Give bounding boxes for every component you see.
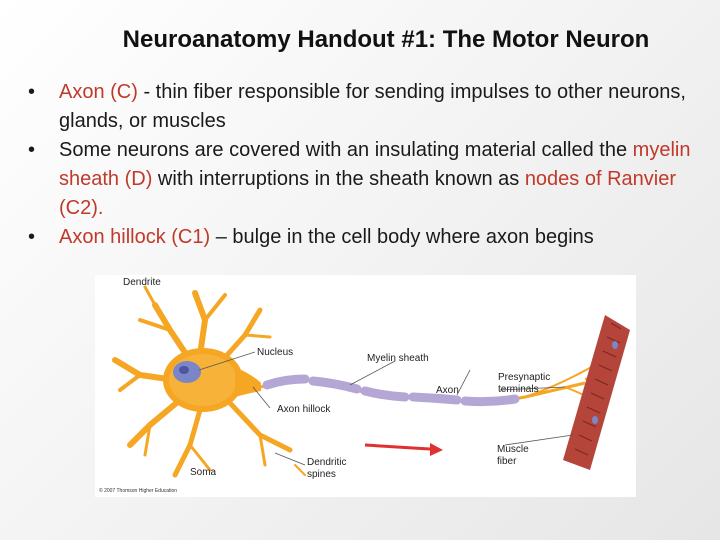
label-terminals: terminals [498, 384, 539, 395]
bullet-dot: • [28, 81, 36, 103]
label-muscle: Muscle [497, 444, 529, 455]
bullet-dot: • [28, 139, 36, 161]
term-nodes-of-ranvier: nodes of Ranvier (C2). [59, 168, 677, 219]
label-axon: Axon [436, 385, 459, 396]
label-fiber: fiber [497, 456, 517, 467]
term-axon-hillock: Axon hillock (C1) [59, 226, 211, 248]
bullet-dot: • [28, 226, 36, 248]
bullet-item: • Some neurons are covered with an insula… [28, 136, 708, 223]
neuron-illustration: Dendrite Nucleus Myelin sheath Axon Axon… [99, 277, 630, 494]
axon-hillock-shape [235, 367, 261, 397]
myelin-segments [262, 374, 520, 407]
label-dendritic: Dendritic [307, 457, 346, 468]
label-soma: Soma [190, 467, 217, 478]
bullet-item: • Axon (C) - thin fiber responsible for s… [28, 78, 708, 136]
motor-neuron-diagram: Dendrite Nucleus Myelin sheath Axon Axon… [95, 275, 636, 497]
label-axon-hillock: Axon hillock [277, 404, 331, 415]
bullet-text: with interruptions in the sheath known a… [152, 168, 525, 190]
term-myelin-sheath: myelin sheath (D) [59, 139, 691, 190]
slide-title: Neuroanatomy Handout #1: The Motor Neuro… [122, 26, 650, 53]
label-myelin-sheath: Myelin sheath [367, 353, 429, 364]
bullet-text: - thin fiber responsible for sending imp… [59, 81, 686, 132]
label-dendrite: Dendrite [123, 277, 161, 288]
muscle-fiber [563, 315, 630, 470]
bullet-text: Some neurons are covered with an insulat… [59, 139, 633, 161]
leader-lines [198, 351, 574, 466]
bullet-list: • Axon (C) - thin fiber responsible for s… [28, 78, 708, 252]
impulse-arrow [364, 443, 443, 456]
term-axon: Axon (C) [59, 81, 138, 103]
label-presynaptic: Presynaptic [498, 372, 550, 383]
bullet-item: • Axon hillock (C1) – bulge in the cell b… [28, 223, 708, 252]
bullet-text: – bulge in the cell body where axon begi… [210, 226, 594, 248]
label-nucleus: Nucleus [257, 347, 293, 358]
image-credit: © 2007 Thomson Higher Education [99, 487, 177, 494]
label-spines: spines [307, 469, 336, 480]
